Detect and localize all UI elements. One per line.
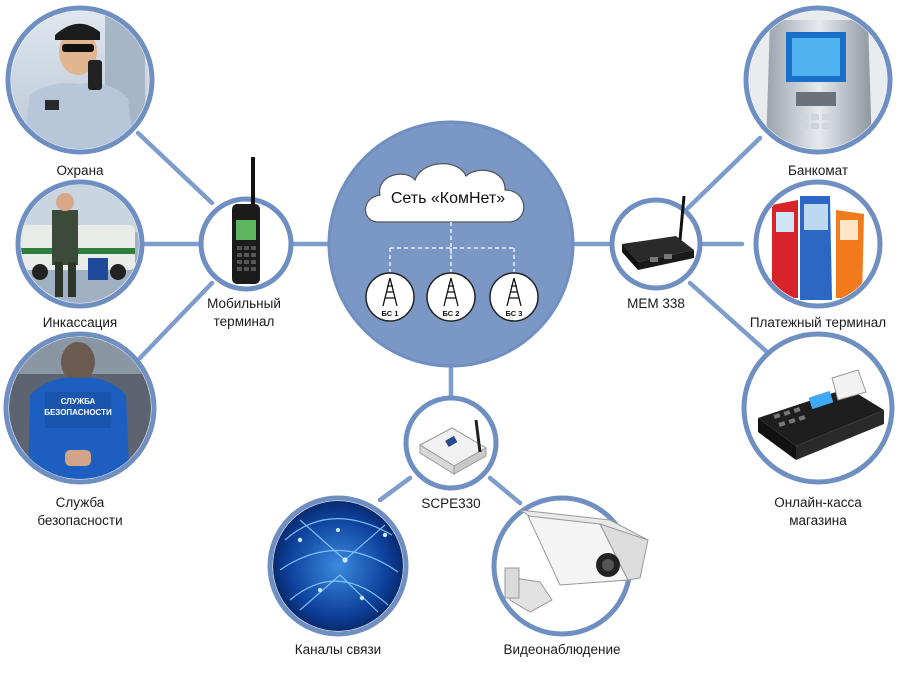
label-register-line2: магазина — [789, 513, 847, 528]
client-cash-register: Онлайн-касса магазина — [741, 331, 895, 528]
router-icon — [418, 419, 488, 475]
label-scpe330: SCPE330 — [421, 496, 480, 511]
network-title: Сеть «КомНет» — [391, 190, 505, 207]
cash-register-icon — [758, 369, 884, 460]
bs-label-3: БС 3 — [506, 309, 523, 318]
label-atm: Банкомат — [788, 163, 848, 178]
base-station-1: БС 1 — [365, 272, 415, 322]
payment-kiosk-icon — [759, 185, 877, 303]
radio-tower-icon — [506, 277, 522, 307]
link-guard-mobile — [135, 130, 215, 206]
client-guard: Охрана — [5, 5, 155, 178]
base-station-2: БС 2 — [426, 272, 476, 322]
atm-icon — [749, 11, 887, 149]
label-guard: Охрана — [56, 163, 104, 178]
security-service-photo: СЛУЖБА БЕЗОПАСНОСТИ — [9, 337, 151, 479]
label-video: Видеонаблюдение — [503, 642, 620, 657]
client-channels: Каналы связи — [267, 495, 409, 657]
label-channels: Каналы связи — [295, 642, 381, 657]
radio-tower-icon — [382, 277, 398, 307]
label-mem338: MEM 338 — [627, 296, 685, 311]
svg-text:СЛУЖБА: СЛУЖБА — [61, 397, 96, 406]
label-security-line2: безопасности — [37, 513, 122, 528]
radio-tower-icon — [443, 277, 459, 307]
hub-mem338: MEM 338 — [609, 195, 703, 311]
client-video: Видеонаблюдение — [491, 495, 649, 657]
label-register-line1: Онлайн-касса — [774, 495, 862, 510]
link-mem-atm — [685, 135, 763, 211]
label-security-line1: Служба — [56, 495, 105, 510]
hub-scpe330: SCPE330 — [403, 395, 499, 511]
bs-label-2: БС 2 — [443, 309, 460, 318]
world-network-icon — [273, 501, 403, 631]
komnet-network: Сеть «КомНет» БС 1 БС 2 — [327, 120, 575, 368]
security-camera-icon — [504, 509, 649, 613]
bs-connector — [389, 222, 515, 272]
label-mobile-line1: Мобильный — [207, 296, 281, 311]
connections — [135, 130, 770, 506]
link-scpe-video — [487, 475, 523, 506]
base-station-3: БС 3 — [489, 272, 539, 322]
link-security-mobile — [137, 280, 215, 361]
bs-label-1: БС 1 — [382, 309, 399, 318]
client-collection: Инкассация — [15, 179, 145, 330]
svg-text:БЕЗОПАСНОСТИ: БЕЗОПАСНОСТИ — [44, 408, 112, 417]
link-mem-register — [687, 280, 770, 355]
label-collection: Инкассация — [43, 315, 117, 330]
hub-mobile-terminal: Мобильный терминал — [198, 157, 294, 329]
client-payment-terminal: Платежный терминал — [750, 179, 886, 330]
label-mobile-line2: терминал — [214, 314, 275, 329]
modem-icon — [622, 195, 694, 270]
link-scpe-channels — [377, 475, 413, 503]
client-security: СЛУЖБА БЕЗОПАСНОСТИ Служба безопасности — [3, 331, 157, 528]
cloud-icon — [364, 163, 525, 223]
label-payment-terminal: Платежный терминал — [750, 315, 886, 330]
client-atm: Банкомат — [743, 5, 893, 178]
radio-handset-icon — [232, 157, 260, 284]
